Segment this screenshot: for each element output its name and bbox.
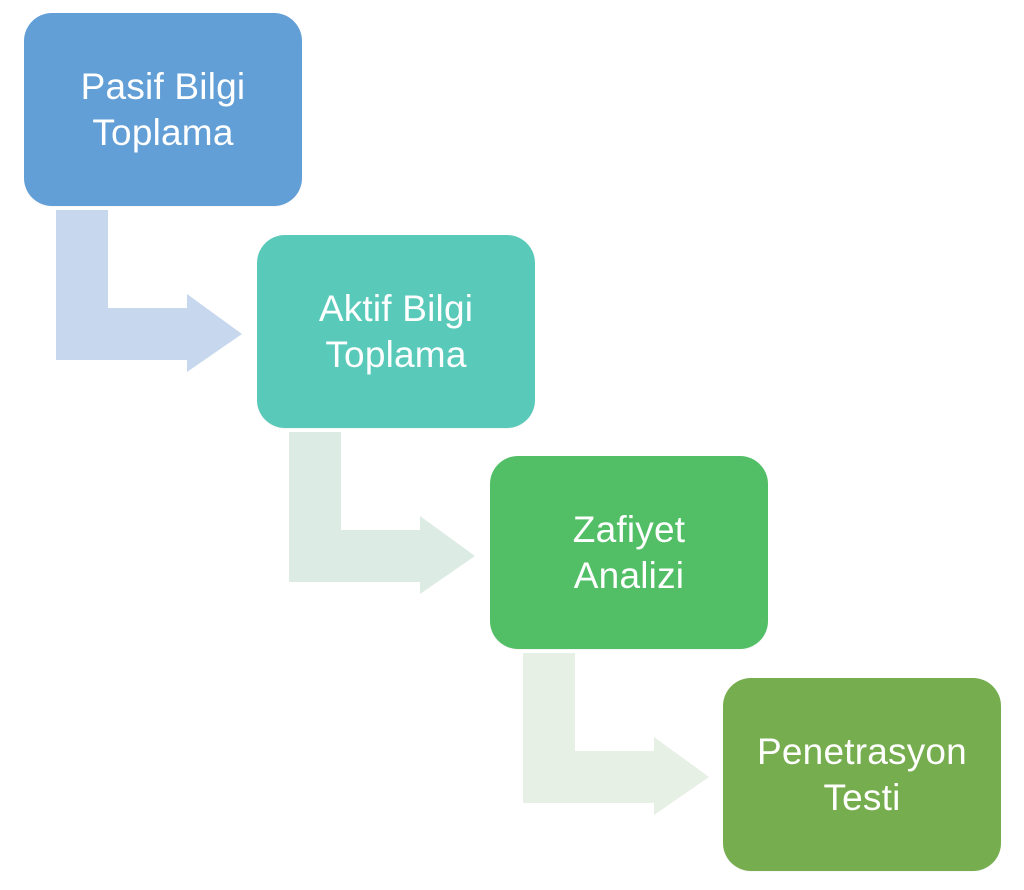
step-label: Pasif Bilgi Toplama [80, 66, 246, 153]
step-label: Zafiyet Analizi [572, 509, 686, 596]
step-label: Aktif Bilgi Toplama [318, 288, 474, 375]
step-penetrasyon-testi: Penetrasyon Testi [723, 678, 1001, 871]
step-label: Penetrasyon Testi [757, 731, 967, 818]
step-zafiyet-analizi: Zafiyet Analizi [490, 456, 768, 649]
step-aktif-bilgi-toplama: Aktif Bilgi Toplama [257, 235, 535, 428]
step-pasif-bilgi-toplama: Pasif Bilgi Toplama [24, 13, 302, 206]
